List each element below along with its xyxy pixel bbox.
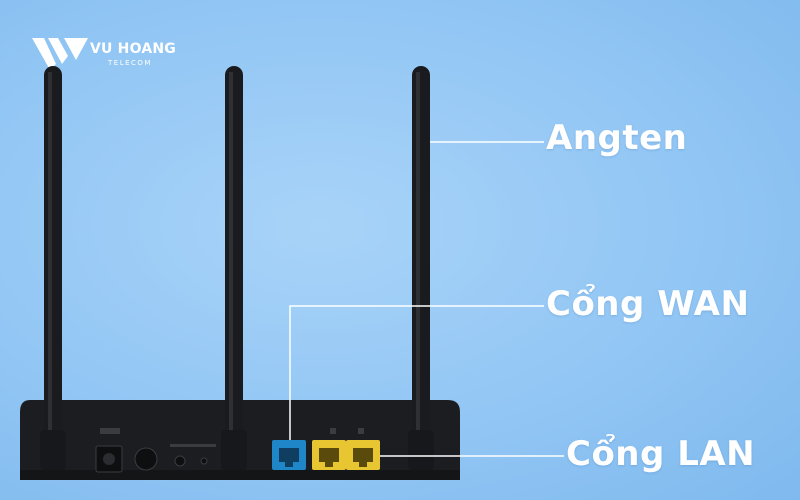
antenna-left bbox=[40, 66, 66, 470]
antenna-label: Angten bbox=[546, 118, 688, 158]
wps-button bbox=[174, 455, 186, 467]
antenna-right bbox=[408, 66, 434, 470]
power-jack-pin bbox=[103, 453, 115, 465]
brand-subtitle: TELECOM bbox=[108, 59, 152, 67]
power-button bbox=[134, 447, 158, 471]
router-base bbox=[20, 470, 460, 480]
vu-hoang-logo-mark-icon bbox=[32, 38, 88, 70]
lan-port-1 bbox=[312, 440, 346, 470]
brand-logo: VU HOANG TELECOM bbox=[30, 34, 190, 74]
wan-port bbox=[272, 440, 306, 470]
brand-name: VU HOANG bbox=[90, 41, 176, 57]
wan-port-label: Cổng WAN bbox=[546, 284, 750, 324]
antenna-middle bbox=[221, 66, 247, 470]
reset-hole bbox=[200, 457, 208, 465]
wan-callout-line bbox=[289, 305, 544, 440]
port-icon-marking bbox=[330, 428, 336, 434]
lan-port-2 bbox=[346, 440, 380, 470]
label-marking bbox=[100, 428, 120, 434]
label-marking-2 bbox=[170, 444, 216, 447]
port-icon-marking-2 bbox=[358, 428, 364, 434]
lan-port-label: Cổng LAN bbox=[566, 434, 756, 474]
